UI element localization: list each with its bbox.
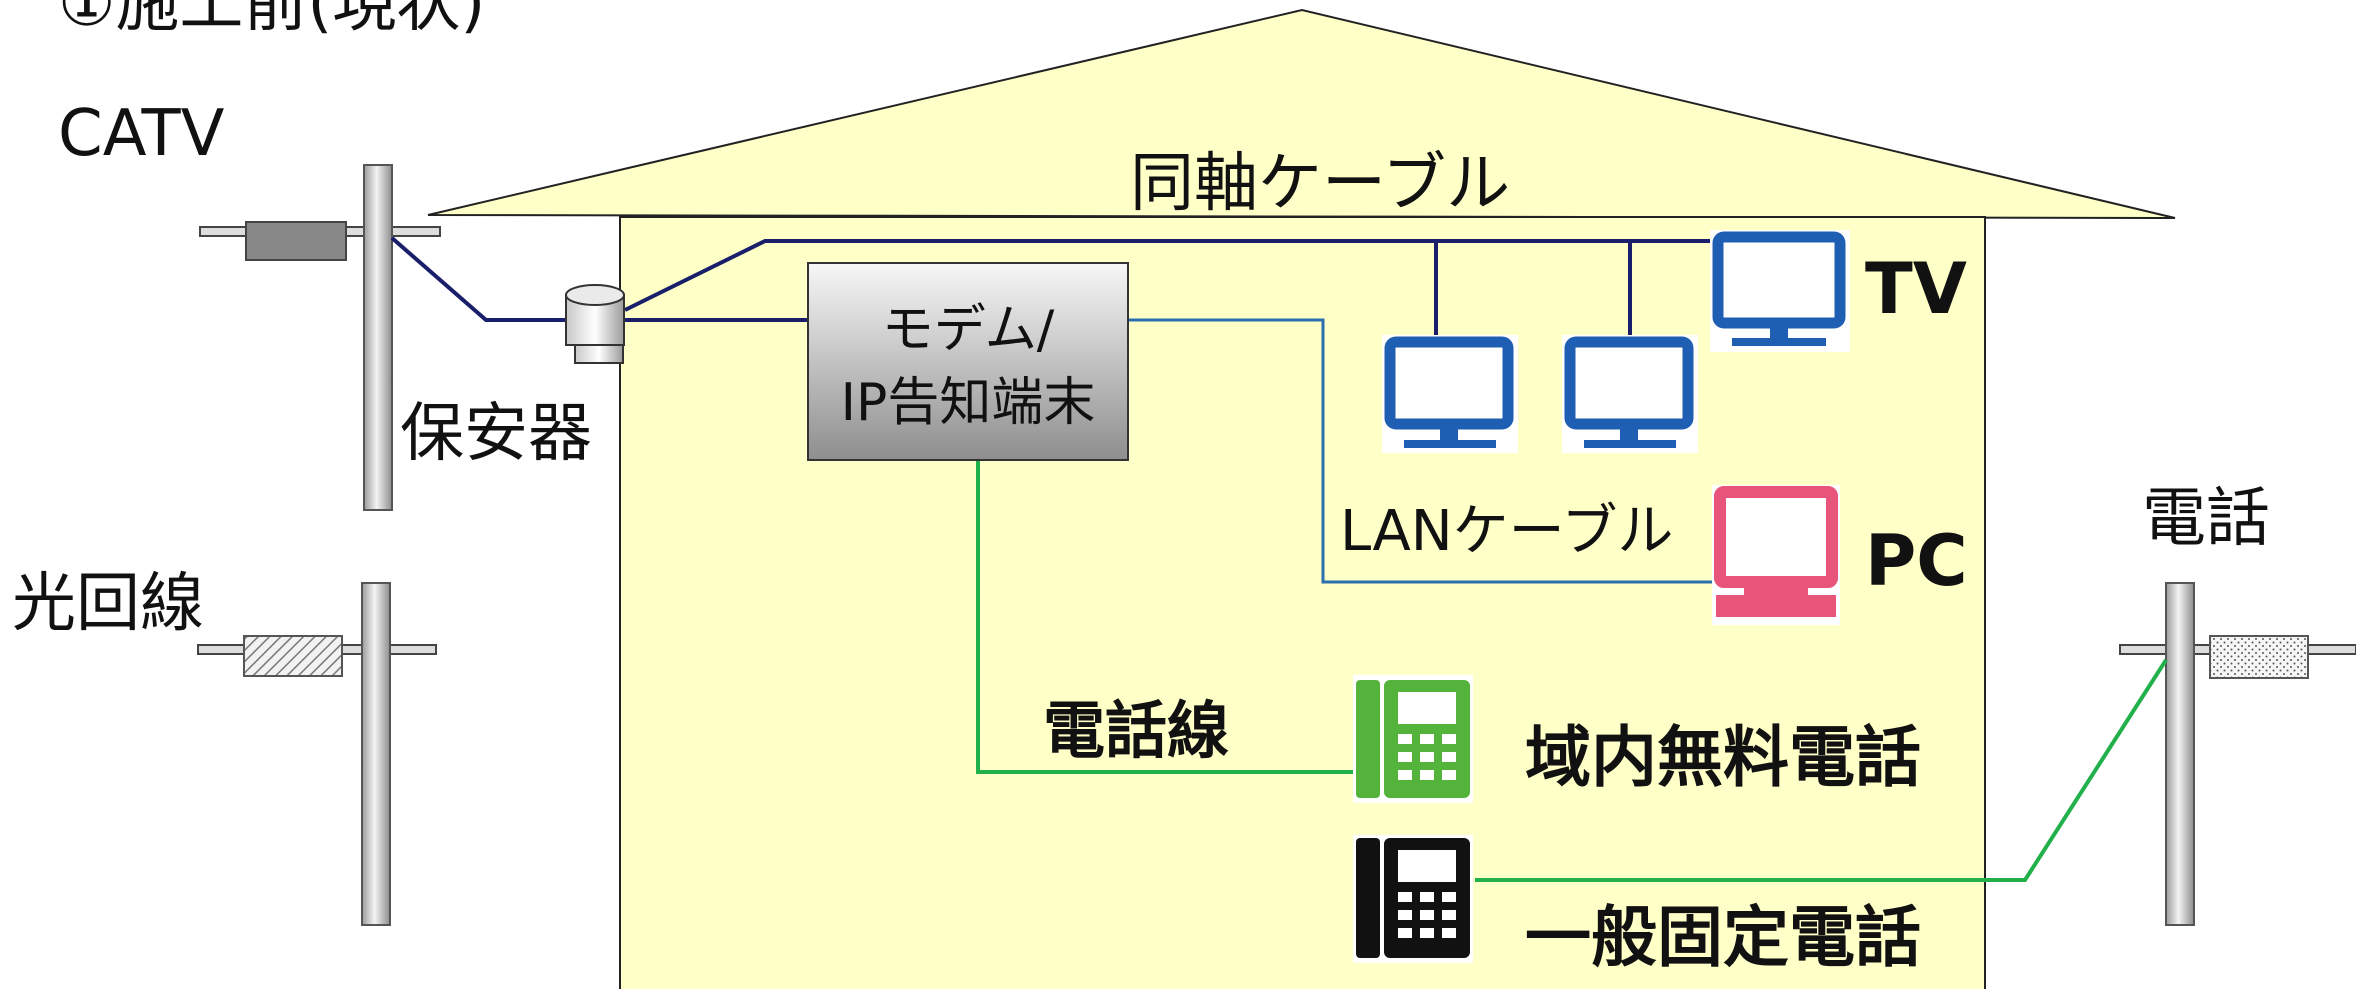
free-local-phone-label: 域内無料電話	[1525, 719, 1921, 796]
pc-computer-icon	[1712, 485, 1840, 625]
tv-icon-small-2	[1562, 335, 1698, 453]
modem-label-line1: モデム/	[882, 300, 1055, 360]
lan-cable	[1128, 318, 1718, 584]
tv-label: TV	[1865, 248, 1967, 330]
catv-pole	[363, 164, 393, 511]
protector-label: 保安器	[400, 397, 592, 471]
catv-pole-group: CATV	[58, 97, 441, 511]
tv-icon-small-1	[1382, 335, 1518, 453]
phone-line-internal	[976, 460, 1356, 774]
coax-drop	[390, 236, 575, 322]
phone-line-external	[1475, 658, 2168, 882]
fiber-label: 光回線	[12, 567, 204, 641]
catv-label: CATV	[58, 97, 225, 171]
pc-label: PC	[1865, 520, 1968, 602]
fixed-phone-icon	[1353, 835, 1473, 963]
modem-label-line2: IP告知端末	[841, 373, 1096, 433]
phone-line-label: 電話線	[1043, 694, 1229, 767]
fiber-box	[243, 635, 343, 677]
tv-monitor-icon	[1710, 230, 1850, 352]
phone-pole-label: 電話	[2142, 482, 2270, 556]
modem-box: モデム/ IP告知端末	[807, 262, 1129, 461]
lan-cable-line	[1128, 318, 1718, 584]
lan-cable-label: LANケーブル	[1340, 499, 1673, 564]
protector-cylinder-icon	[565, 284, 625, 364]
page-title: ①施工前(現状)	[58, 0, 485, 41]
phone-pole-group: 電話	[2119, 482, 2356, 926]
fixed-phone-label: 一般固定電話	[1525, 899, 1921, 976]
fiber-pole	[361, 582, 391, 926]
phone-lines	[976, 460, 2168, 882]
coax-cables	[390, 236, 1718, 340]
coax-cable-label: 同軸ケーブル	[1130, 147, 1510, 221]
phone-box	[2209, 635, 2309, 679]
phone-pole	[2165, 582, 2195, 926]
fiber-pole-group: 光回線	[12, 567, 437, 926]
coax-trunk	[624, 239, 1718, 312]
catv-tap-box	[245, 221, 347, 261]
ip-phone-icon	[1353, 675, 1473, 803]
